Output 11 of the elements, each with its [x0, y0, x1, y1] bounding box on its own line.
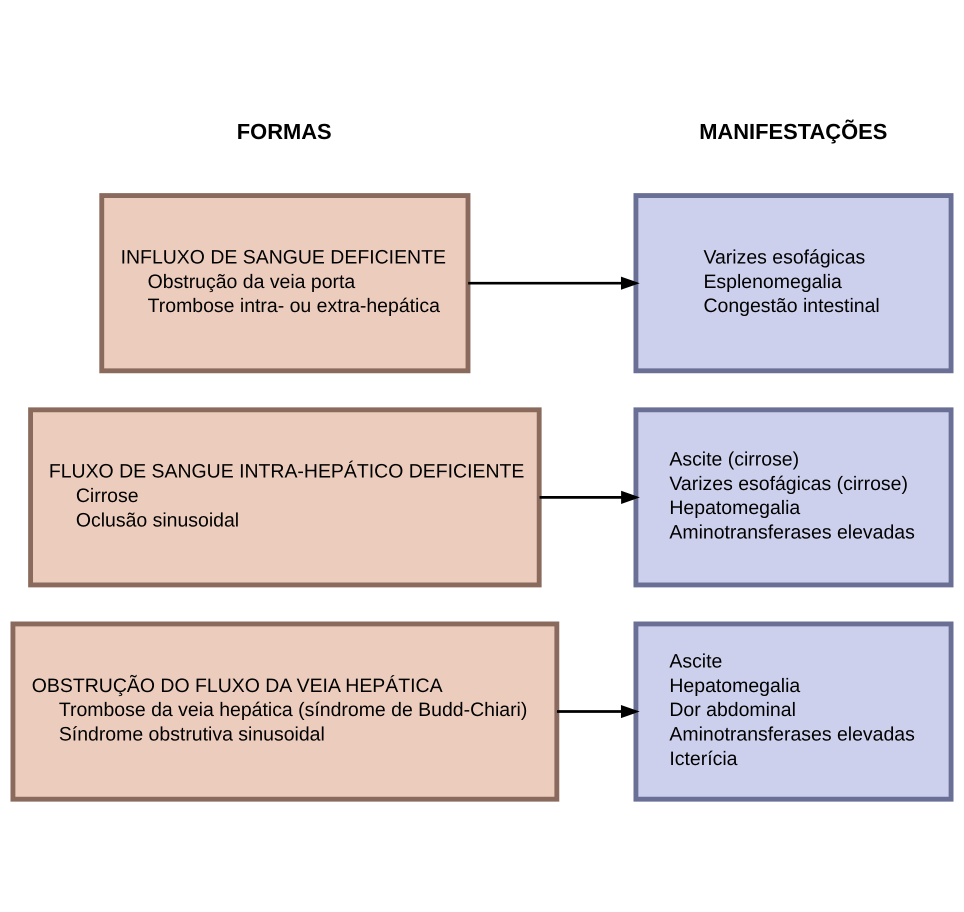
node-box: FLUXO DE SANGUE INTRA-HEPÁTICO DEFICIENTE Cirrose Oclusão sinusoidal	[28, 407, 542, 588]
node-box: OBSTRUÇÃO DO FLUXO DA VEIA HEPÁTICA Trombose da veia hepática (síndrome de Budd-Chiari) Síndrome obstrutiva sinusoidal	[10, 621, 560, 802]
node-box: INFLUXO DE SANGUE DEFICIENTE Obstrução da veia porta Trombose intra- ou extra-hepática	[99, 193, 470, 374]
arrow	[468, 276, 640, 290]
node-box: Ascite Hepatomegalia Dor abdominal Aminotransferases elevadas Icterícia	[634, 621, 954, 802]
label: MANIFESTAÇÕES	[699, 118, 888, 144]
arrow	[540, 490, 640, 504]
node-box: Ascite (cirrose) Varizes esofágicas (cirrose) Hepatomegalia Aminotransferases elevadas	[634, 407, 954, 588]
node-box: Varizes esofágicas Esplenomegalia Congestão intestinal	[634, 193, 954, 374]
arrow	[556, 704, 640, 718]
label: FORMAS	[236, 118, 332, 144]
